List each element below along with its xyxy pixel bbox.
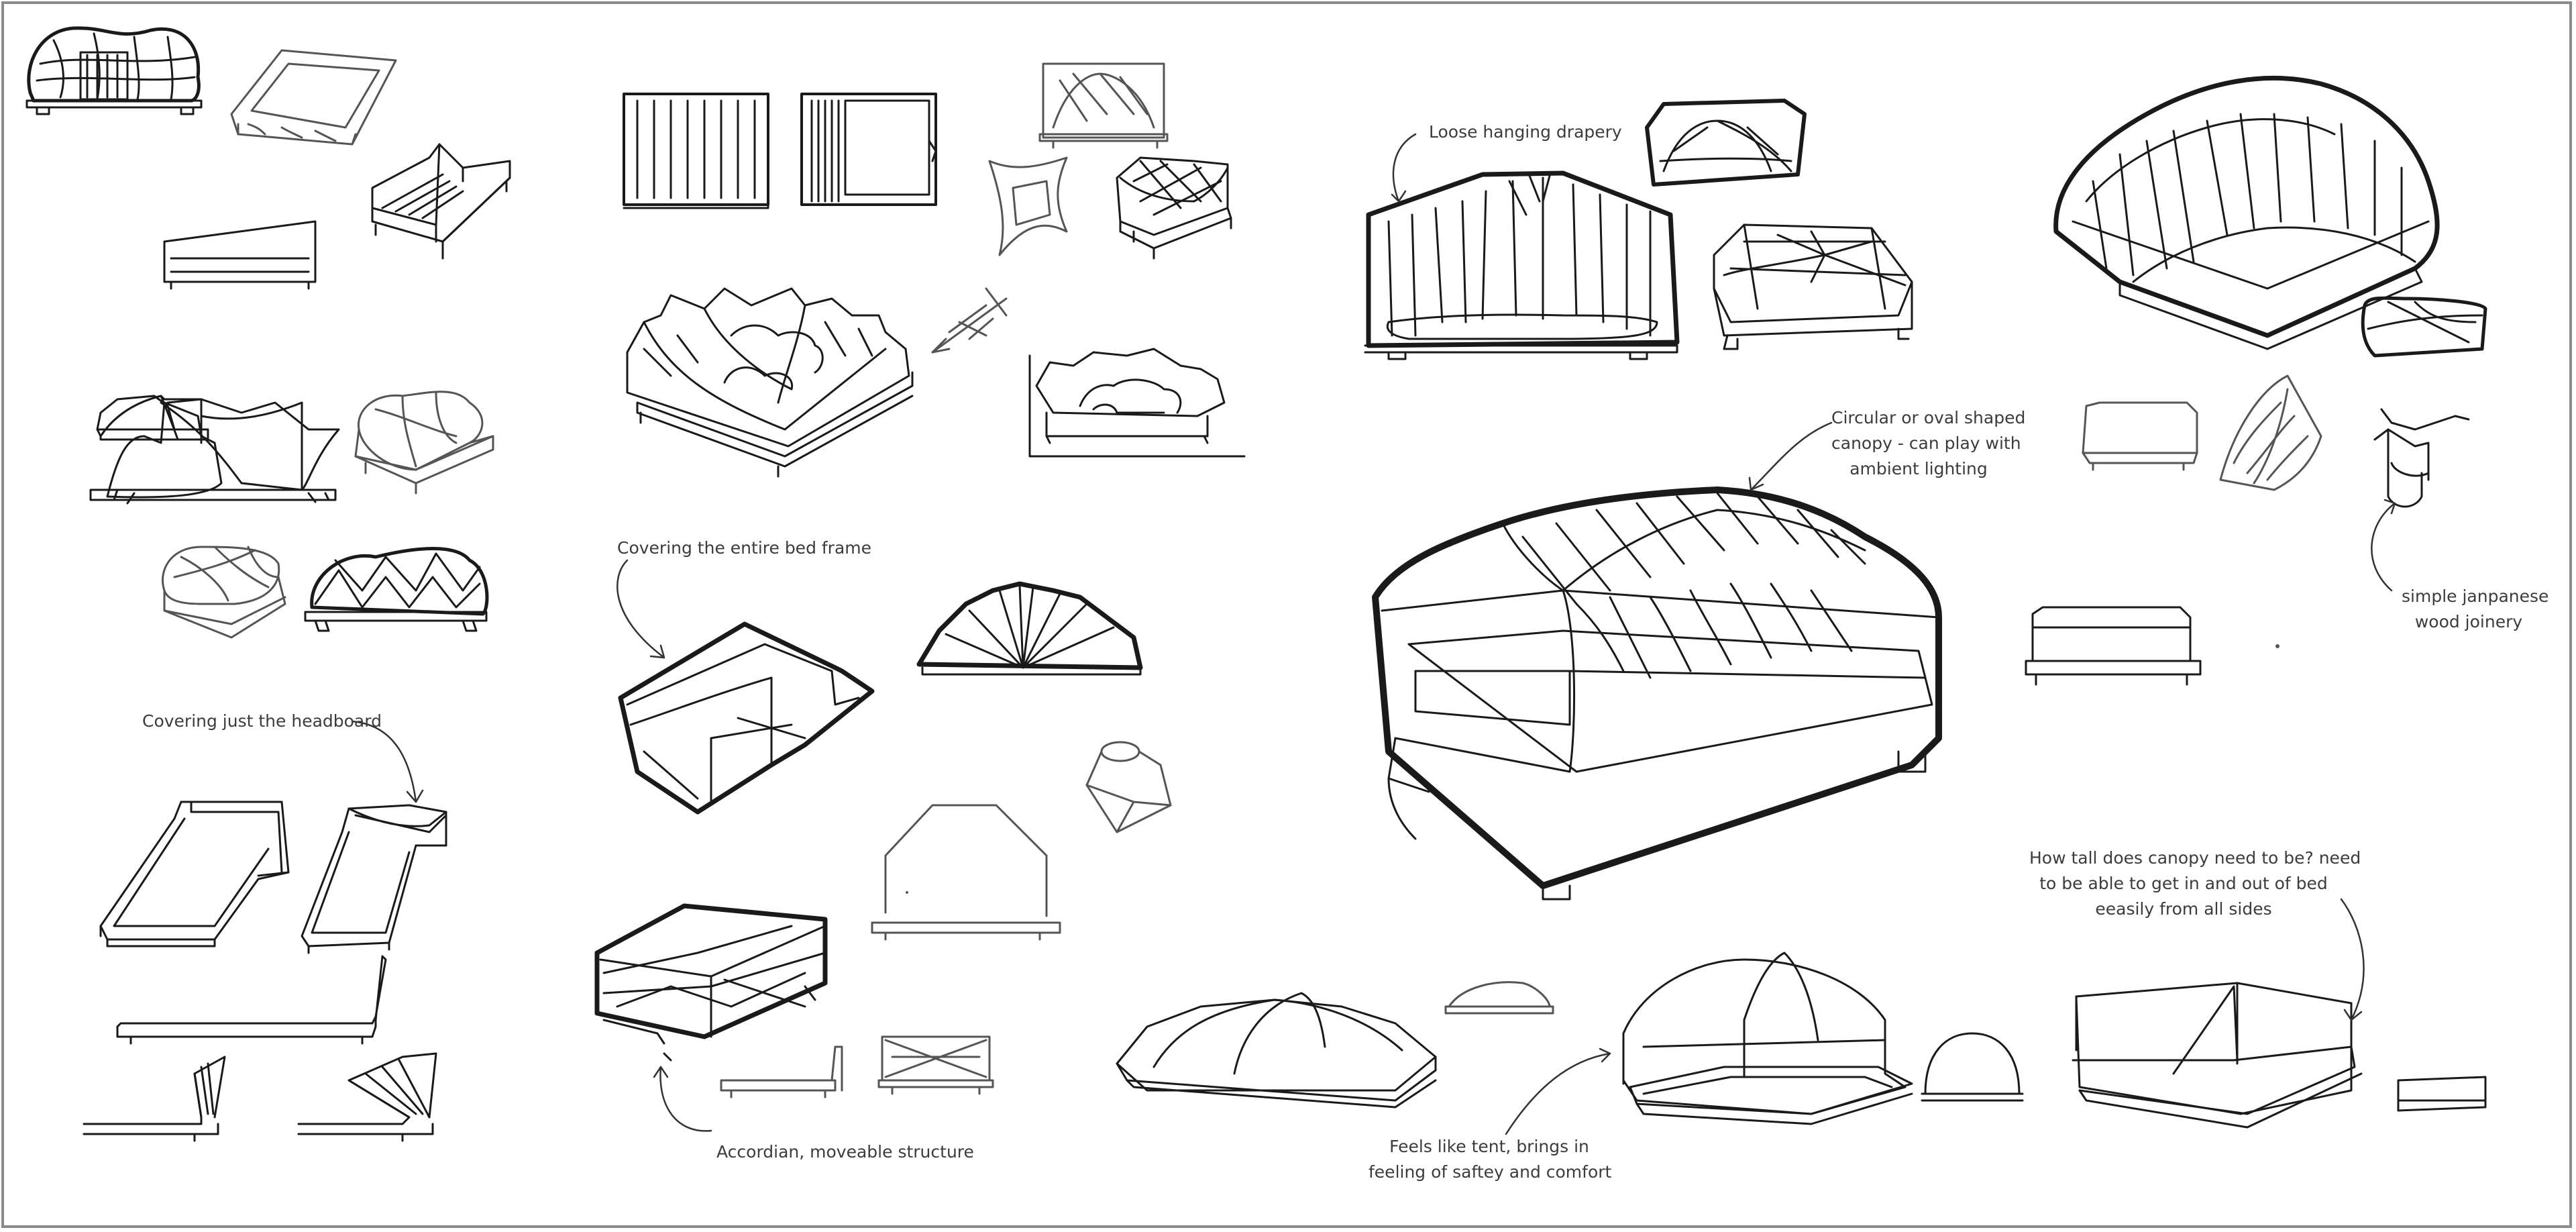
leader-bed-frame [616,559,665,659]
annotation-canopy-height-line-1: How tall does canopy need to be? need [2029,848,2361,868]
drapery-bed-sketch [1364,170,1680,360]
annotation-covering-headboard: Covering just the headboard [142,711,382,731]
small-dome-bed [2361,296,2487,358]
low-platform-sketch [720,1045,843,1098]
annotation-circular-canopy-line-1: Circular or oval shaped [1831,408,2026,427]
mesh-canopy-bed [1116,156,1232,260]
curtain-panel-1 [623,93,769,209]
annotation-circular-canopy: Circular or oval shaped canopy - can pla… [1831,405,2026,482]
annotation-canopy-height: How tall does canopy need to be? need to… [2029,845,2361,922]
leader-lines [351,133,2396,1135]
fan-headboard-bed [916,581,1143,676]
low-slab-sketch [2397,1076,2487,1112]
bold-cube-bed [618,621,875,815]
accordion-bed-sketch [594,903,828,1062]
joinery-detail [2373,408,2470,508]
flat-bed-right [2025,606,2202,686]
scalloped-diamond-bed-sketch [304,547,489,632]
leader-canopy-height [2340,898,2365,1021]
winged-headboard-sketch [89,395,340,505]
main-canopy-bed [1372,486,1942,901]
headboard-cover-bed-1 [99,801,290,947]
annotation-circular-canopy-line-3: ambient lighting [1849,459,1988,478]
headboard-cover-bed-2 [301,804,447,954]
x-brace-box-sketch [877,1035,994,1095]
platform-bed-headboard-sketch [116,955,387,1045]
puffy-bed-sketch [25,26,203,115]
tray-bed-sketch [230,49,397,146]
headboard-bed-sketch [371,143,511,260]
draped-box-bed [1713,223,1913,350]
curtain-panel-2 [800,93,937,206]
folded-headboard-1 [83,1056,226,1142]
half-dome-sketch [1444,981,1554,1015]
annotation-accordion: Accordian, moveable structure [716,1142,974,1162]
spiky-canopy-bed [626,287,914,478]
arch-canopy-small [1038,62,1169,149]
small-arch-sketch [1921,1032,2024,1102]
annotation-tent-feeling-line-2: feeling of saftey and comfort [1368,1162,1612,1182]
star-canopy-plan [988,156,1068,256]
annotation-joinery-line-1: simple janpanese [2402,586,2549,606]
folded-headboard-2 [297,1052,437,1142]
small-cube-lamp [1085,741,1172,833]
leader-accordion [659,1066,712,1132]
annotation-loose-drapery: Loose hanging drapery [1429,122,1622,142]
stray-dots [906,644,2279,894]
small-arch-canopy-bed [1645,99,1807,187]
annotation-circular-canopy-line-2: canopy - can play with [1831,433,2021,453]
leader-canopy [1750,421,1833,491]
annotation-canopy-height-line-2: to be able to get in and out of bed [2039,874,2328,893]
gable-outline-sketch [871,804,1061,941]
leader-headboard [351,720,417,803]
quilted-small-bed-sketch [161,546,286,639]
leader-joinery [2371,502,2396,592]
rectangular-canopy-bed [2072,982,2363,1129]
dome-canopy-bed [2053,75,2440,350]
arch-frame-sketch [2219,374,2322,491]
annotation-joinery-line-2: wood joinery [2414,612,2523,631]
annotation-covering-bed-frame: Covering the entire bed frame [617,538,872,558]
low-daybed-sketch [163,220,317,290]
annotation-tent-feeling-line-1: Feels like tent, brings in [1389,1137,1589,1156]
annotation-tent-feeling: Feels like tent, brings in feeling of sa… [1368,1134,1612,1185]
tent-frame-bed [1116,992,1437,1109]
low-box-bed-right [2082,401,2198,471]
arrow-sketch [931,287,1008,354]
puffy-daybed-iso-sketch [354,391,494,495]
spiky-canopy-front [1028,348,1246,458]
tent-canopy-bed [1622,952,1913,1125]
annotation-canopy-height-line-3: eeasily from all sides [2095,899,2272,919]
leader-drapery [1392,133,1417,203]
leader-tent [1505,1052,1611,1135]
annotation-joinery: simple janpanese wood joinery [2402,584,2549,635]
